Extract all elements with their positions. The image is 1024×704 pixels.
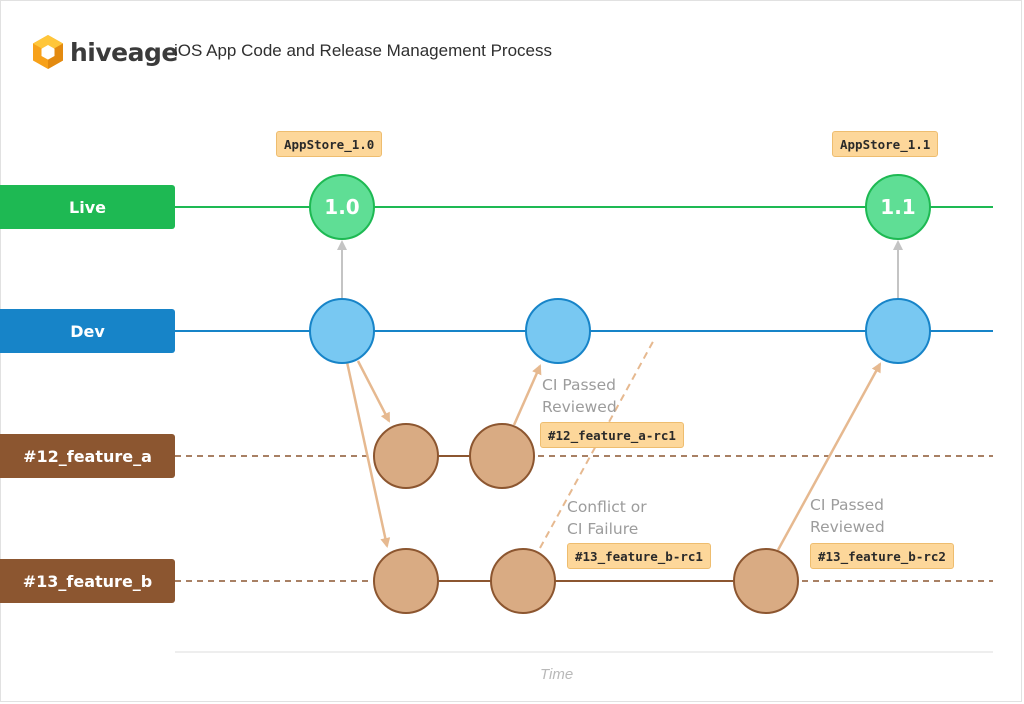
header: hiveage bbox=[32, 32, 178, 72]
failed-merge-dashed-line bbox=[539, 337, 656, 549]
lane-label-dev: Dev bbox=[0, 309, 175, 353]
logo-text: hiveage bbox=[70, 37, 178, 67]
merge-arrow-feature-b bbox=[776, 362, 882, 551]
svg-text:1.1: 1.1 bbox=[880, 195, 915, 219]
tag-feature-b-rc1: #13_feature_b-rc1 bbox=[567, 543, 711, 569]
tag-feature-b-rc2: #13_feature_b-rc2 bbox=[810, 543, 954, 569]
note-line: Reviewed bbox=[542, 398, 617, 416]
note-ci-passed-feature-b: CI Passed Reviewed bbox=[810, 494, 885, 538]
dev-node-1 bbox=[309, 298, 375, 364]
feature-b-node-2 bbox=[490, 548, 556, 614]
note-ci-passed-feature-a: CI Passed Reviewed bbox=[542, 374, 617, 418]
tag-feature-a-rc1: #12_feature_a-rc1 bbox=[540, 422, 684, 448]
lane-label-feature-b: #13_feature_b bbox=[0, 559, 175, 603]
note-line: CI Failure bbox=[567, 520, 639, 538]
feature-b-node-3 bbox=[733, 548, 799, 614]
lane-label-feature-a: #12_feature_a bbox=[0, 434, 175, 478]
live-node-1-1: 1.1 bbox=[865, 174, 931, 240]
feature-a-node-1 bbox=[373, 423, 439, 489]
note-line: CI Passed bbox=[542, 376, 616, 394]
merge-arrow-feature-a bbox=[512, 364, 542, 426]
note-line: Reviewed bbox=[810, 518, 885, 536]
live-node-1-0: 1.0 bbox=[309, 174, 375, 240]
page-title: iOS App Code and Release Management Proc… bbox=[174, 41, 553, 60]
hexagon-logo-icon bbox=[33, 35, 63, 69]
svg-text:1.0: 1.0 bbox=[324, 195, 359, 219]
note-line: Conflict or bbox=[567, 498, 647, 516]
feature-a-node-2 bbox=[469, 423, 535, 489]
lane-label-live: Live bbox=[0, 185, 175, 229]
branch-arrow-feature-b bbox=[345, 361, 391, 548]
tag-appstore-1-1: AppStore_1.1 bbox=[832, 131, 939, 157]
note-conflict-feature-b: Conflict or CI Failure bbox=[567, 496, 647, 540]
feature-b-node-1 bbox=[373, 548, 439, 614]
branch-arrow-feature-a bbox=[356, 360, 391, 423]
time-axis-label: Time bbox=[540, 666, 574, 683]
dev-node-3 bbox=[865, 298, 931, 364]
note-line: CI Passed bbox=[810, 496, 884, 514]
tag-appstore-1-0: AppStore_1.0 bbox=[276, 131, 383, 157]
dev-node-2 bbox=[525, 298, 591, 364]
